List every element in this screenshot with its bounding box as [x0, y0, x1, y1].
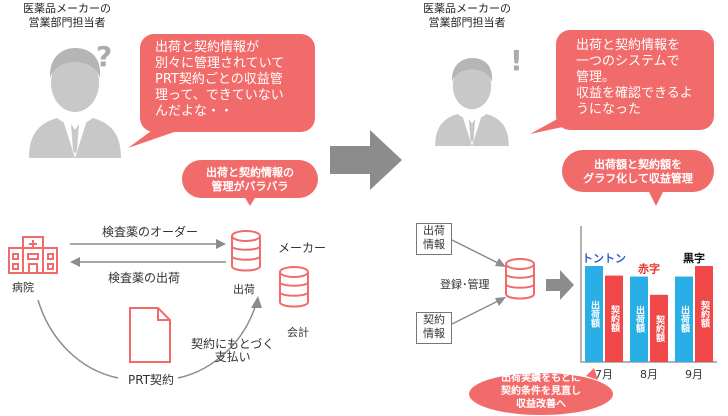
db-to-chart-arrow: [546, 270, 574, 300]
hospital-icon: [8, 236, 58, 274]
hospital-label: 病院: [12, 281, 34, 294]
chart-tick-label: 9月: [685, 368, 703, 381]
system-db-icon: [505, 258, 535, 300]
chart-bar-label: 出荷額: [634, 305, 646, 334]
left-bubble-text: 出荷と契約情報が 別々に管理されていて PRT契約ごとの収益管 理って、できてい…: [155, 40, 285, 119]
chart-bar-contract: [605, 275, 623, 362]
shipping-db-icon: [231, 230, 261, 272]
accounting-db-label: 会計: [287, 326, 309, 339]
left-pill-text: 出荷と契約情報の 管理がバラバラ: [206, 166, 294, 193]
chart-bar-contract: [650, 294, 668, 362]
chart-bar-label: 出荷額: [589, 299, 601, 328]
bottom-improvement-pill: [469, 368, 613, 415]
transition-arrow: [330, 130, 402, 190]
right-result-pill: [562, 150, 714, 206]
shipment-label: 検査薬の出荷: [108, 271, 181, 285]
revenue-chart: 出荷額契約額7月トントン出荷額契約額8月赤字出荷額契約額9月黒字: [580, 226, 717, 381]
chart-bar-contract: [695, 266, 713, 362]
chart-annotation: 黒字: [683, 251, 705, 265]
chart-axis: [580, 226, 717, 363]
chart-bar-shipment: [630, 276, 648, 362]
chart-bar-label: 契約額: [654, 314, 666, 343]
register-label: 登録･管理: [440, 278, 490, 291]
shipping-db-label: 出荷: [233, 283, 255, 296]
shipping-info-box: 出荷 情報: [416, 223, 452, 255]
maker-label: メーカー: [278, 241, 327, 255]
chart-annotation: 赤字: [638, 262, 660, 276]
right-speech-bubble: [530, 30, 714, 134]
order-shipment-arrows: [70, 239, 226, 267]
right-person-title: 医薬品メーカーの 営業部門担当者: [423, 2, 511, 29]
contract-info-box: 契約 情報: [416, 312, 452, 344]
bottom-pill-text: 出荷実績をもとに 契約条件を見直し 収益改善へ: [501, 373, 581, 410]
accounting-db-icon: [279, 266, 309, 308]
order-label: 検査薬のオーダー: [102, 225, 199, 239]
info-to-db-arrows: [451, 239, 506, 325]
left-problem-pill: [182, 160, 318, 206]
payment-label: 契約にもとづく 支払い: [191, 337, 275, 364]
chart-bar-shipment: [675, 276, 693, 362]
chart-bar-label: 契約額: [609, 304, 621, 333]
person-icon: [29, 48, 121, 158]
chart-tick-label: 8月: [640, 368, 658, 381]
question-mark: ?: [96, 40, 113, 73]
left-person-title: 医薬品メーカーの 営業部門担当者: [23, 2, 111, 29]
contract-label: PRT契約: [128, 373, 175, 387]
chart-tick-label: 7月: [595, 368, 613, 381]
right-bubble-text: 出荷と契約情報を 一つのシステムで 管理。 収益を確認できるよ うになった: [576, 38, 693, 117]
contract-document-icon: [129, 307, 171, 363]
chart-bar-label: 契約額: [699, 299, 711, 328]
person-icon: [435, 58, 509, 146]
chart-bar-label: 出荷額: [679, 305, 691, 334]
chart-annotation: トントン: [582, 252, 626, 265]
right-pill-text: 出荷額と契約額を グラフ化して収益管理: [583, 158, 693, 185]
chart-bar-shipment: [585, 266, 603, 362]
left-speech-bubble: [128, 34, 315, 148]
exclamation-mark: !: [510, 44, 523, 77]
